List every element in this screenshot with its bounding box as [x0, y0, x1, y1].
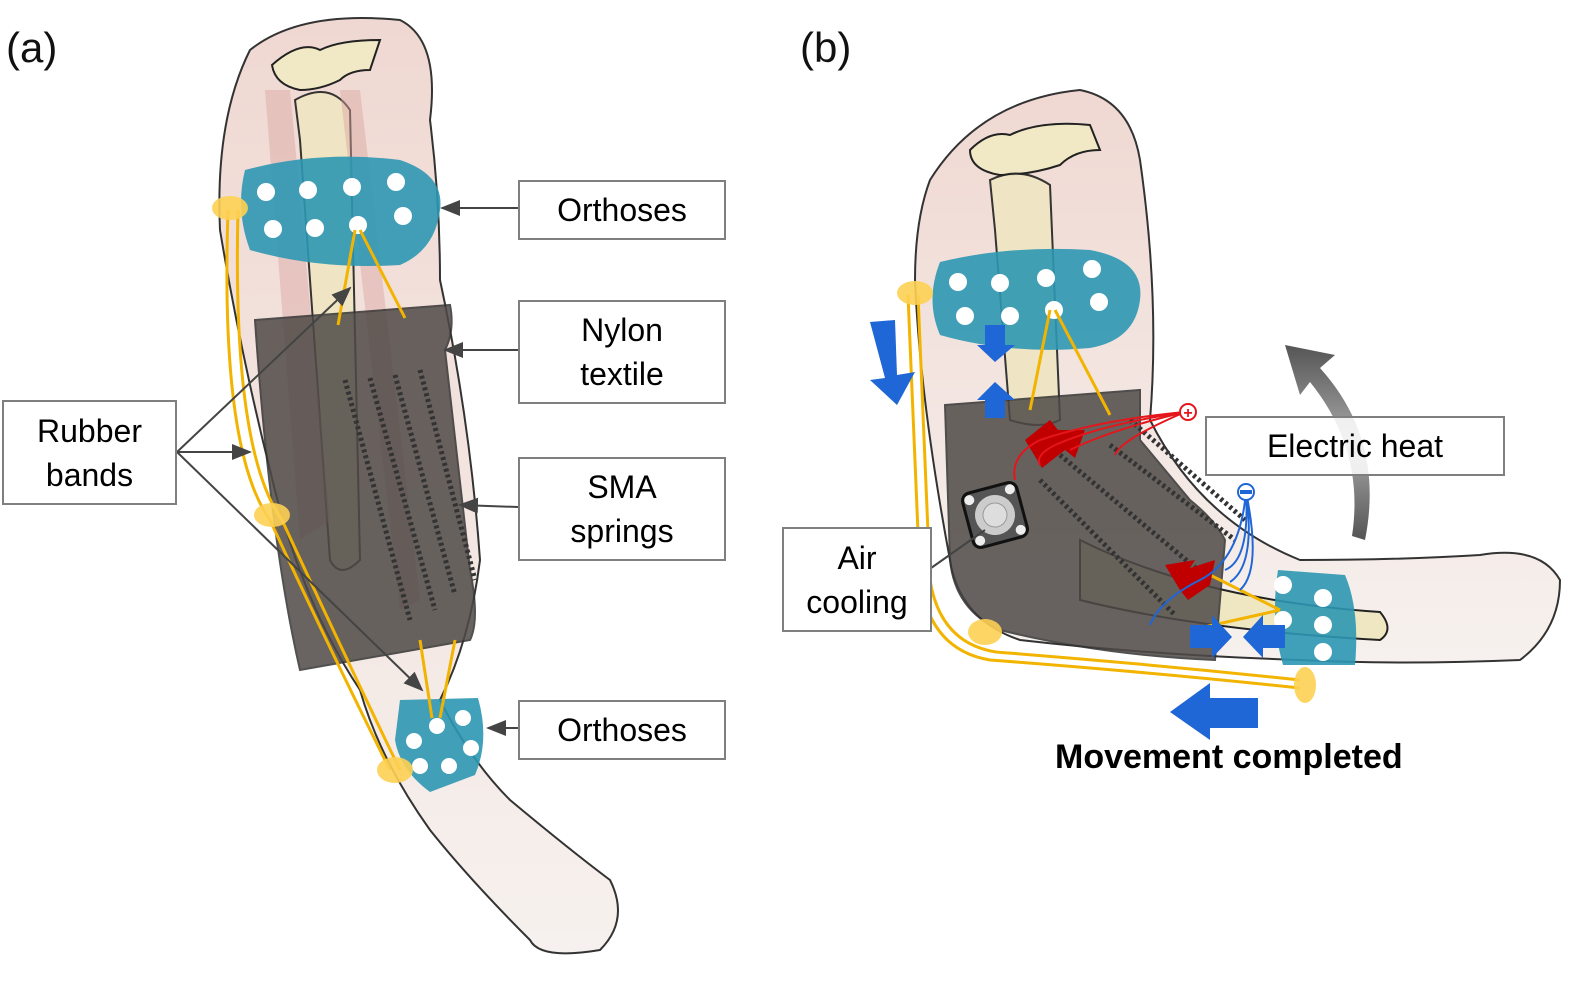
negative-wires: [1149, 491, 1254, 626]
callout-sma-springs: SMA springs: [518, 457, 726, 561]
humerus-head-a: [270, 38, 382, 92]
arrow-right: [1190, 615, 1232, 658]
arrow-down-large: [870, 320, 915, 405]
orthosis-holes-top-a: [257, 173, 412, 238]
leader-line-air-cooling: [923, 529, 986, 574]
air-cooling-fan-icon: [961, 481, 1029, 549]
panel-b-arm: +: [870, 88, 1562, 740]
orthosis-bottom-b: [1274, 570, 1357, 665]
panel-a-arm: [212, 17, 619, 955]
caption-movement-completed: Movement completed: [1055, 738, 1403, 776]
callout-rubber-bands: Rubber bands: [2, 400, 177, 505]
panel-a-label: (a): [6, 24, 58, 71]
svg-text:+: +: [1183, 405, 1192, 422]
negative-terminal-icon: [1237, 483, 1255, 501]
callout-nylon-textile: Nylon textile: [518, 300, 726, 404]
sma-springs-a: [342, 369, 478, 621]
force-arrows-blue: [870, 320, 1285, 740]
nylon-textile-a: [253, 303, 476, 672]
callout-orthoses-bottom: Orthoses: [518, 700, 726, 760]
positive-terminal-icon: +: [1179, 403, 1197, 422]
band-anchors-b: [897, 281, 1316, 703]
callout-orthoses-top: Orthoses: [518, 180, 726, 240]
band-anchors-a: [212, 196, 413, 783]
orthosis-holes-top-b: [949, 260, 1108, 325]
arrow-left-large: [1170, 683, 1258, 740]
orthosis-holes-bottom-a: [406, 710, 479, 774]
panel-b-label: (b): [800, 24, 852, 71]
callout-electric-heat: Electric heat: [1205, 416, 1505, 476]
leader-lines-a: [176, 200, 519, 736]
positive-wires: [1013, 411, 1186, 481]
arrow-down-small: [977, 325, 1015, 362]
heat-arrow-lower: [1165, 560, 1215, 600]
sma-springs-b: [1038, 418, 1247, 617]
humerus-head-b: [968, 122, 1102, 177]
callout-air-cooling: Air cooling: [782, 527, 932, 632]
orthosis-holes-bottom-b: [1274, 576, 1332, 661]
orthosis-top-b: [932, 248, 1141, 350]
arrow-up-small: [977, 382, 1015, 418]
arrow-left: [1243, 615, 1285, 658]
